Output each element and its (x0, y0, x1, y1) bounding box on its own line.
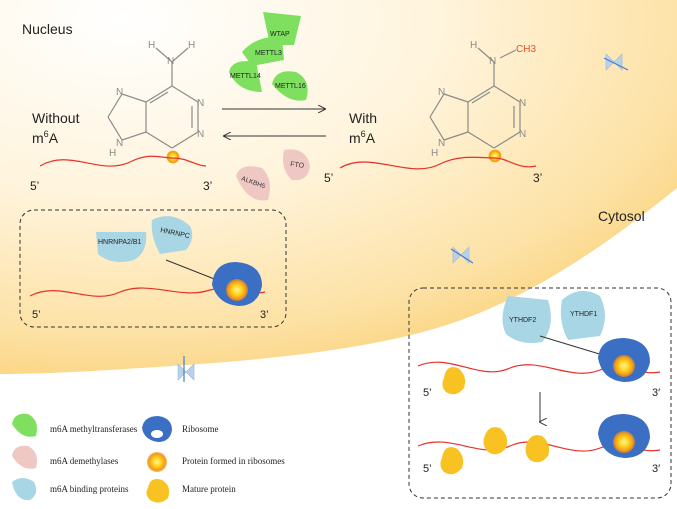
atom-h: H (431, 148, 438, 159)
ribosome-icon (598, 414, 650, 458)
legend-demethylases: m6A demethylases (50, 456, 119, 466)
atom-h: H (188, 40, 195, 51)
pointer-line (539, 335, 607, 357)
atom-n: N (167, 56, 174, 67)
three-prime-label: 3’ (203, 179, 212, 193)
legend-mature-icon (146, 479, 170, 503)
a-text: A (366, 130, 376, 146)
hnrnpa2b1-shape (96, 232, 147, 262)
wtap-label: WTAP (270, 31, 290, 38)
superscript-6: 6 (361, 129, 366, 139)
legend-ribosome: Ribosome (182, 424, 219, 434)
methyl-group: CH3 (516, 44, 536, 55)
nuclear-reader-box (19, 209, 287, 328)
atom-n: N (489, 56, 496, 67)
atom-n: N (519, 129, 526, 140)
three-prime-label: 3’ (260, 309, 269, 321)
cytosol-label: Cytosol (598, 208, 645, 224)
legend-binding: m6A binding proteins (50, 484, 129, 494)
m6a-atoms: H N CH3 N N N N H (431, 40, 536, 159)
without-m6a-label: m6A (32, 129, 59, 146)
adenine-atoms: H H N N N N N H (109, 40, 204, 159)
mature-protein-shape (483, 427, 508, 455)
ythdf2-label: YTHDF2 (509, 317, 536, 324)
without-label: Without (32, 110, 80, 126)
atom-n: N (116, 87, 123, 98)
ythdf1-label: YTHDF1 (570, 311, 597, 318)
mature-protein-shape (440, 447, 464, 475)
adenine-structure (107, 47, 199, 149)
ythdf2-shape (502, 296, 551, 343)
ribosome-icon (212, 262, 262, 306)
pointer-line (165, 259, 223, 283)
five-prime-label: 5’ (423, 463, 432, 475)
nuclear-pore-icon (450, 246, 474, 264)
atom-h: H (470, 40, 477, 51)
a-text: A (49, 130, 59, 146)
m6a-dot (488, 149, 502, 163)
three-prime-label: 3’ (533, 171, 542, 185)
m-text: m (349, 130, 361, 146)
atom-n: N (438, 138, 445, 149)
atom-n: N (197, 129, 204, 140)
mettl3-shape (242, 37, 284, 66)
mature-protein-shape (525, 435, 550, 463)
cytosol-reader-box (408, 287, 672, 499)
five-prime-label: 5’ (30, 179, 39, 193)
atom-n: N (197, 98, 204, 109)
hnrnpc-shape (151, 216, 193, 254)
nucleus-label: Nucleus (22, 21, 73, 37)
with-m6a-label: m6A (349, 129, 376, 146)
with-label: With (349, 110, 377, 126)
legend-writer-icon (12, 413, 37, 437)
legend-mature: Mature protein (182, 484, 236, 494)
fto-label: FTO (290, 161, 305, 170)
hnrnpa2b1-label: HNRNPA2/B1 (98, 239, 142, 246)
mrna-strand (339, 156, 537, 170)
nuclear-pore-icon (177, 356, 195, 382)
mettl14-shape (229, 61, 262, 92)
three-prime-label: 3′ (652, 463, 660, 475)
ribosome-icon (598, 338, 650, 382)
mettl3-label: METTL3 (255, 50, 282, 57)
legend-methyltransferases: m6A methyltransferases (50, 424, 138, 434)
nucleus-region (0, 0, 677, 374)
m6a-structure (429, 47, 521, 149)
five-prime-label: 5’ (324, 171, 333, 185)
mettl16-label: METTL16 (275, 83, 306, 90)
five-prime-label: 5’ (423, 387, 432, 399)
mettl16-shape (272, 71, 308, 101)
legend-protein-formed-icon (147, 452, 167, 472)
legend-protein-formed: Protein formed in ribosomes (182, 456, 285, 466)
atom-n: N (438, 87, 445, 98)
mettl14-label: METTL14 (230, 73, 261, 80)
legend: m6A methyltransferases m6A demethylases … (12, 413, 285, 503)
m-text: m (32, 130, 44, 146)
nuclear-pore-icon (603, 53, 629, 71)
alkbh5-shape (236, 166, 270, 201)
eraser-group: FTO ALKBH5 (236, 149, 310, 201)
wtap-shape (263, 12, 301, 45)
adenine-dot (166, 150, 180, 164)
fto-shape (283, 149, 310, 181)
ythdf1-shape (560, 290, 605, 340)
writer-complex: WTAP METTL3 METTL14 METTL16 (229, 12, 308, 101)
mrna-strand (39, 155, 207, 167)
legend-eraser-icon (12, 445, 37, 469)
legend-reader-icon (12, 478, 37, 501)
five-prime-label: 5’ (32, 309, 41, 321)
legend-ribosome-icon (142, 416, 172, 442)
atom-n: N (519, 98, 526, 109)
three-prime-label: 3′ (652, 387, 660, 399)
superscript-6: 6 (44, 129, 49, 139)
atom-h: H (148, 40, 155, 51)
atom-h: H (109, 148, 116, 159)
atom-n: N (116, 138, 123, 149)
mature-protein-shape (442, 367, 466, 395)
